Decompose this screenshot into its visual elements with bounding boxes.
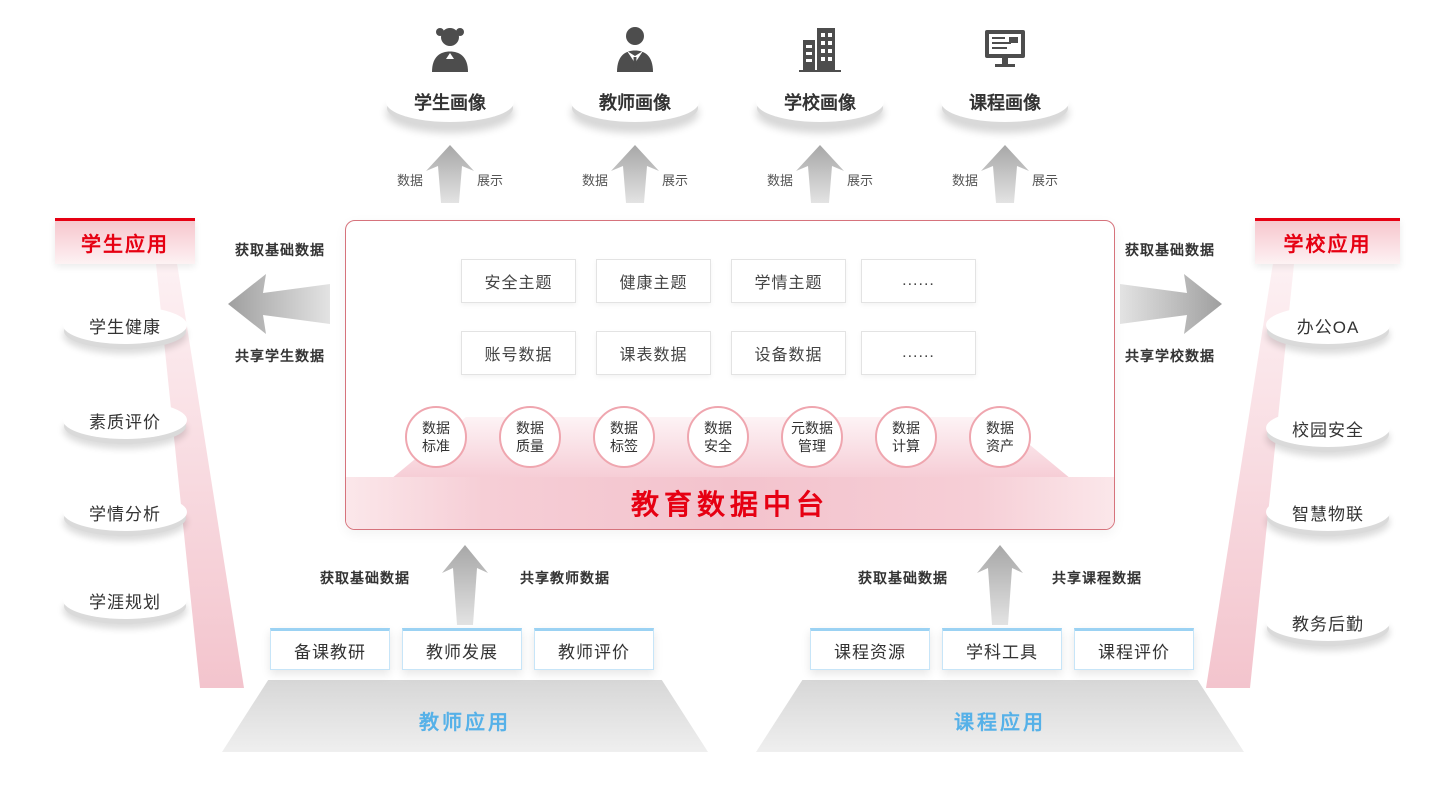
- student-app-item: 学涯规划: [63, 581, 187, 619]
- data-cell: 账号数据: [461, 331, 576, 375]
- right-arrow-bottom-label: 共享学校数据: [1125, 348, 1215, 364]
- up-arrow-icon: [426, 145, 474, 203]
- education-data-platform-box: 安全主题 健康主题 学情主题 ...... 账号数据 课表数据 设备数据 ...…: [345, 220, 1115, 530]
- circle-line1: 数据: [516, 419, 544, 436]
- capability-circle: 数据 标签: [593, 406, 655, 468]
- course-arrow-right-label: 共享课程数据: [1052, 570, 1142, 586]
- theme-cell: 安全主题: [461, 259, 576, 303]
- circle-line1: 数据: [704, 419, 732, 436]
- portrait-label: 课程画像: [941, 82, 1069, 122]
- teacher-arrow-right-label: 共享教师数据: [520, 570, 610, 586]
- platform-title: 教育数据中台: [630, 489, 829, 520]
- circle-line1: 数据: [610, 419, 638, 436]
- teacher-app-item: 备课教研: [270, 628, 390, 670]
- portrait-group-school: 学校画像 数据 展示: [725, 24, 915, 206]
- left-arrow-top-label: 获取基础数据: [235, 242, 325, 258]
- course-app-item: 学科工具: [942, 628, 1062, 670]
- flow-label-data: 数据: [396, 173, 423, 188]
- portrait-label: 教师画像: [571, 82, 699, 122]
- course-app-item: 课程资源: [810, 628, 930, 670]
- up-arrow-icon: [796, 145, 844, 203]
- student-app-item: 学生健康: [63, 306, 187, 344]
- capability-circle: 元数据 管理: [781, 406, 843, 468]
- right-arrow-top-label: 获取基础数据: [1125, 242, 1215, 258]
- circle-line2: 管理: [798, 438, 826, 454]
- student-apps-header: 学生应用: [55, 218, 195, 264]
- flow-label-display: 展示: [847, 173, 874, 188]
- portrait-group-student: 学生画像 数据 展示: [355, 24, 545, 206]
- platform-title-band: 教育数据中台: [346, 477, 1114, 529]
- data-cell-more: ......: [861, 331, 976, 375]
- circle-line1: 数据: [892, 419, 920, 436]
- teacher-icon: [612, 24, 658, 72]
- flow-label-data: 数据: [766, 173, 793, 188]
- student-icon: [427, 24, 473, 72]
- data-cell: 设备数据: [731, 331, 846, 375]
- capability-circle: 数据 资产: [969, 406, 1031, 468]
- up-arrow-icon: [442, 545, 488, 625]
- circle-line2: 标准: [422, 438, 450, 454]
- portrait-group-course: 课程画像 数据 展示: [910, 24, 1100, 206]
- data-cell: 课表数据: [596, 331, 711, 375]
- theme-cell: 健康主题: [596, 259, 711, 303]
- left-arrow-icon: [228, 274, 330, 334]
- up-arrow-icon: [981, 145, 1029, 203]
- teacher-app-item: 教师发展: [402, 628, 522, 670]
- capability-circle: 数据 计算: [875, 406, 937, 468]
- up-arrow-icon: [977, 545, 1023, 625]
- theme-cell-more: ......: [861, 259, 976, 303]
- teacher-arrow-left-label: 获取基础数据: [320, 570, 410, 586]
- circle-line1: 数据: [422, 419, 450, 436]
- circle-line2: 标签: [610, 438, 638, 454]
- flow-label-data: 数据: [951, 173, 978, 188]
- circle-line1: 元数据: [791, 419, 833, 436]
- circle-line2: 计算: [892, 438, 920, 454]
- school-icon: [797, 24, 843, 72]
- teacher-apps-platform: 教师应用: [222, 680, 708, 752]
- course-app-item: 课程评价: [1074, 628, 1194, 670]
- left-arrow-bottom-label: 共享学生数据: [235, 348, 325, 364]
- circle-line2: 资产: [986, 438, 1014, 454]
- flow-label-display: 展示: [477, 173, 504, 188]
- teacher-app-item: 教师评价: [534, 628, 654, 670]
- school-app-item: 教务后勤: [1266, 603, 1390, 641]
- capability-circle: 数据 标准: [405, 406, 467, 468]
- right-arrow-icon: [1120, 274, 1222, 334]
- course-apps-platform: 课程应用: [756, 680, 1244, 752]
- capability-circle: 数据 安全: [687, 406, 749, 468]
- flow-label-display: 展示: [662, 173, 689, 188]
- student-app-item: 学情分析: [63, 493, 187, 531]
- course-icon: [982, 24, 1028, 72]
- student-app-item: 素质评价: [63, 401, 187, 439]
- capability-circle: 数据 质量: [499, 406, 561, 468]
- school-apps-header: 学校应用: [1255, 218, 1400, 264]
- flow-label-display: 展示: [1032, 173, 1059, 188]
- portrait-label: 学校画像: [756, 82, 884, 122]
- circle-line2: 质量: [516, 438, 544, 454]
- circle-line2: 安全: [704, 438, 732, 454]
- portrait-label: 学生画像: [386, 82, 514, 122]
- circle-line1: 数据: [986, 419, 1014, 436]
- portrait-group-teacher: 教师画像 数据 展示: [540, 24, 730, 206]
- flow-label-data: 数据: [581, 173, 608, 188]
- school-app-item: 办公OA: [1266, 306, 1390, 344]
- school-app-item: 智慧物联: [1266, 493, 1390, 531]
- school-app-item: 校园安全: [1266, 409, 1390, 447]
- up-arrow-icon: [611, 145, 659, 203]
- course-arrow-left-label: 获取基础数据: [858, 570, 948, 586]
- theme-cell: 学情主题: [731, 259, 846, 303]
